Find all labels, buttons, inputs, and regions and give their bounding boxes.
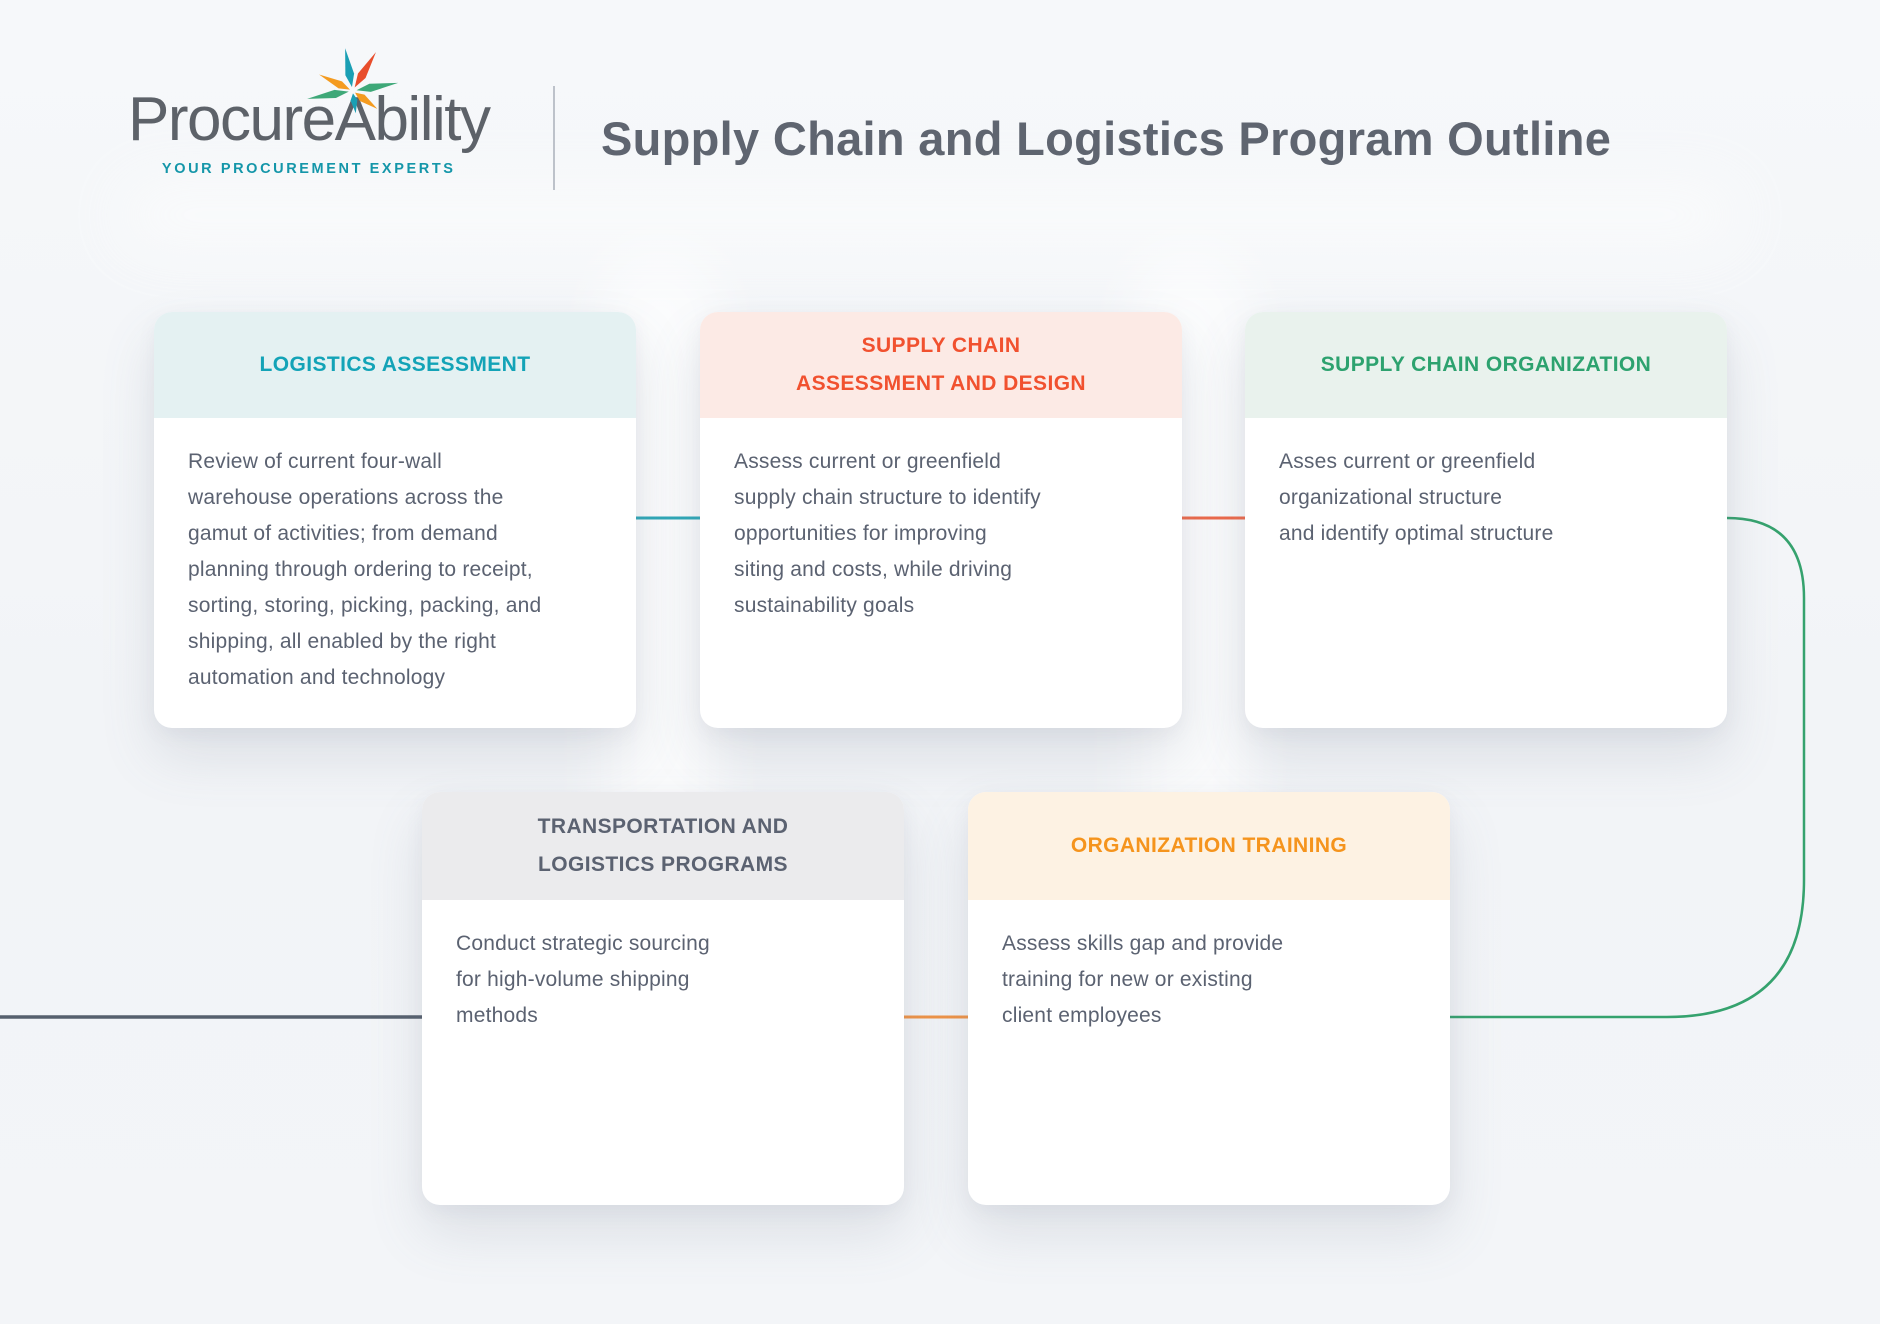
- card-body-line: client employees: [1002, 1004, 1162, 1027]
- page-title: Supply Chain and Logistics Program Outli…: [601, 111, 1612, 165]
- card-header: LOGISTICS ASSESSMENT: [154, 312, 636, 418]
- card-body-line: shipping, all enabled by the right: [188, 630, 497, 653]
- card-body: Asses current or greenfield organization…: [1245, 418, 1727, 552]
- card-title: SUPPLY CHAIN: [861, 334, 1021, 357]
- card-body-line: Conduct strategic sourcing: [456, 932, 710, 955]
- card-title: ORGANIZATION TRAINING: [1070, 834, 1348, 857]
- card-body-line: and identify optimal structure: [1279, 522, 1554, 545]
- card-header: SUPPLY CHAIN ASSESSMENT AND DESIGN: [700, 312, 1182, 418]
- card-body-line: sustainability goals: [734, 594, 915, 617]
- card-body-line: Review of current four-wall: [188, 450, 442, 473]
- card-supply-chain-organization: SUPPLY CHAIN ORGANIZATION Asses current …: [1245, 312, 1727, 728]
- card-body-line: planning through ordering to receipt,: [188, 558, 533, 581]
- card-title: LOGISTICS ASSESSMENT: [259, 353, 531, 376]
- card-title: ASSESSMENT AND DESIGN: [796, 372, 1086, 395]
- card-logistics-assessment: LOGISTICS ASSESSMENT Review of current f…: [154, 312, 636, 728]
- card-supply-chain-assessment-design: SUPPLY CHAIN ASSESSMENT AND DESIGN Asses…: [700, 312, 1182, 728]
- card-organization-training: ORGANIZATION TRAINING Assess skills gap …: [968, 792, 1450, 1205]
- card-title: LOGISTICS PROGRAMS: [538, 853, 788, 876]
- card-body-line: warehouse operations across the: [188, 486, 504, 509]
- card-title: TRANSPORTATION AND: [537, 815, 789, 838]
- card-header: ORGANIZATION TRAINING: [968, 792, 1450, 900]
- card-body-line: training for new or existing: [1002, 968, 1253, 991]
- card-body-line: methods: [456, 1004, 538, 1027]
- logo-wordmark: Procure Ability: [128, 48, 491, 155]
- card-body-line: Assess skills gap and provide: [1002, 932, 1284, 955]
- card-body-line: automation and technology: [188, 666, 446, 689]
- logo-wordmark-part: bility: [374, 85, 491, 154]
- logo-wordmark-a: A: [306, 48, 398, 155]
- card-body: Conduct strategic sourcing for high-volu…: [422, 900, 904, 1034]
- card-body-line: supply chain structure to identify: [734, 486, 1041, 509]
- card-body-line: siting and costs, while driving: [734, 558, 1013, 581]
- card-body: Assess current or greenfield supply chai…: [700, 418, 1182, 624]
- card-body-line: organizational structure: [1279, 486, 1503, 509]
- procureability-logo: Procure Ability YOUR PROCUREMENT EXPERTS: [128, 48, 491, 178]
- card-body-line: opportunities for improving: [734, 522, 987, 545]
- header-divider: [553, 86, 555, 190]
- card-body-line: Asses current or greenfield: [1279, 450, 1536, 473]
- card-transportation-logistics-programs: TRANSPORTATION AND LOGISTICS PROGRAMS Co…: [422, 792, 904, 1205]
- card-header: SUPPLY CHAIN ORGANIZATION: [1245, 312, 1727, 418]
- logo-tagline: YOUR PROCUREMENT EXPERTS: [161, 161, 456, 178]
- background-streak: [120, 180, 1740, 250]
- card-title: SUPPLY CHAIN ORGANIZATION: [1320, 353, 1652, 376]
- card-body-line: for high-volume shipping: [456, 968, 690, 991]
- card-header: TRANSPORTATION AND LOGISTICS PROGRAMS: [422, 792, 904, 900]
- card-body-line: Assess current or greenfield: [734, 450, 1002, 473]
- card-body: Assess skills gap and provide training f…: [968, 900, 1450, 1034]
- card-body: Review of current four-wall warehouse op…: [154, 418, 636, 696]
- logo-wordmark-part: Procure: [128, 85, 336, 154]
- card-body-line: sorting, storing, picking, packing, and: [188, 594, 542, 617]
- card-body-line: gamut of activities; from demand: [188, 522, 498, 545]
